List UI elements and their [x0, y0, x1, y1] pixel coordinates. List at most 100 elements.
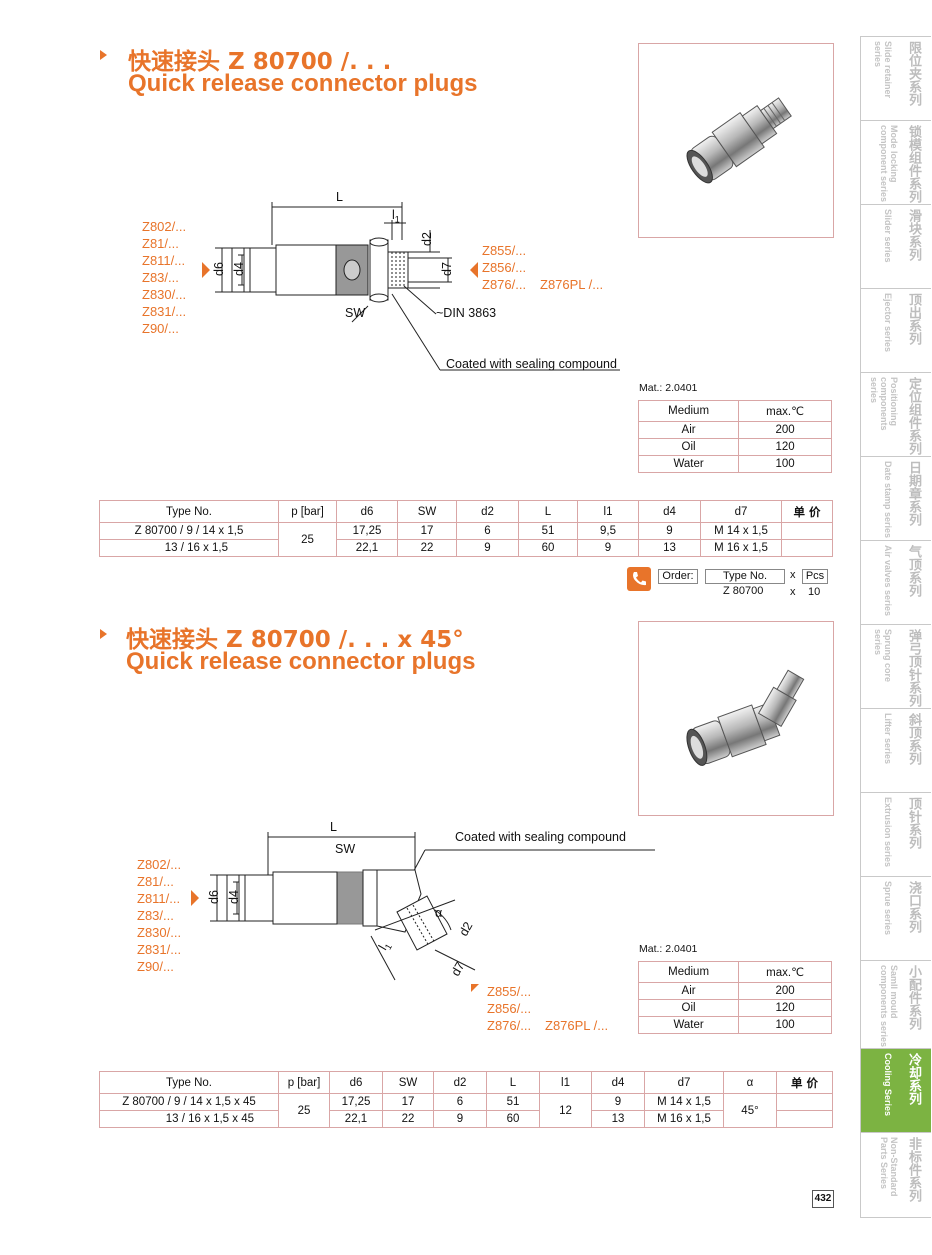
- tab-en: Samll mould components series: [879, 965, 899, 1048]
- col-header: d6: [336, 500, 398, 523]
- table-cell: 22,1: [336, 539, 398, 557]
- alpha-label: α: [435, 906, 443, 920]
- right-label: Z855/...: [487, 984, 532, 999]
- tab-en: Air valves series: [883, 545, 893, 617]
- left-label: Z81/...: [142, 236, 179, 251]
- order-x: x: [790, 569, 796, 581]
- dim-d6-label: d6: [211, 262, 226, 276]
- dim-d2-label: d2: [419, 232, 434, 246]
- sw-label: SW: [345, 306, 366, 320]
- col-header: L: [518, 500, 578, 523]
- sidebar-tab-sprue[interactable]: 浇口系列 Sprue series: [860, 876, 931, 962]
- technical-drawing-1: Z802/... Z81/... Z811/... Z83/... Z830/.…: [140, 190, 620, 380]
- connector-plug-45-image: [686, 669, 805, 766]
- table-cell: 60: [486, 1110, 540, 1128]
- left-label: Z90/...: [137, 959, 174, 974]
- section1-title-en: Quick release connector plugs: [128, 70, 478, 97]
- left-arrow-icon: [202, 262, 210, 278]
- temp-cell: 120: [738, 438, 832, 456]
- table-cell: 17: [397, 522, 457, 540]
- table-cell: 6: [433, 1093, 487, 1111]
- section2-title-zh: 快速接头 Z 80700 /. . . x 45°: [126, 627, 464, 653]
- left-label: Z811/...: [142, 253, 186, 268]
- product-photo-1: [638, 43, 834, 238]
- table-cell: 13: [638, 539, 701, 557]
- tab-en: Slider series: [883, 209, 893, 263]
- order-type-value: Z 80700: [723, 585, 764, 597]
- right-labels-2: Z855/... Z856/... Z876/...: [487, 983, 531, 1034]
- col-header: 单 价: [781, 500, 833, 523]
- left-label: Z830/...: [142, 287, 187, 302]
- type-cell: 13 / 16 x 1,5: [99, 539, 279, 557]
- tab-en: Sprue series: [883, 881, 893, 936]
- col-header: d6: [329, 1071, 383, 1094]
- tab-zh: 斜顶系列: [906, 713, 921, 765]
- col-header: l1: [539, 1071, 592, 1094]
- table-cell: 9: [456, 539, 519, 557]
- col-header: d4: [591, 1071, 645, 1094]
- alpha-cell: 45°: [723, 1093, 777, 1128]
- table-cell: 6: [456, 522, 519, 540]
- max-temp-header: max.℃: [738, 400, 832, 422]
- type-cell: Z 80700 / 9 / 14 x 1,5 x 45: [99, 1093, 279, 1111]
- table-cell: M 16 x 1,5: [700, 539, 782, 557]
- material-label-1: Mat.: 2.0401: [639, 382, 698, 394]
- din-label: ~DIN 3863: [436, 306, 497, 320]
- tab-en: Date stamp series: [883, 461, 893, 539]
- table-cell: 22: [382, 1110, 434, 1128]
- order-label: Order:: [658, 569, 698, 584]
- right-labels-1: Z855/... Z856/... Z876/...: [482, 242, 526, 293]
- medium-cell: Air: [637, 982, 740, 1000]
- col-header: p [bar]: [278, 1071, 330, 1094]
- right-label: Z856/...: [482, 260, 527, 275]
- col-header: Type No.: [99, 1071, 279, 1094]
- medium-cell: Water: [637, 1016, 740, 1034]
- tab-en: Cooling Series: [883, 1053, 893, 1117]
- temp-cell: 120: [738, 999, 832, 1017]
- medium-cell: Water: [637, 455, 740, 473]
- left-label: Z802/...: [142, 219, 187, 234]
- tab-zh: 浇口系列: [906, 881, 921, 933]
- temp-cell: 200: [738, 982, 832, 1000]
- table-cell: 9: [591, 1093, 645, 1111]
- tab-zh: 顶针系列: [906, 797, 921, 849]
- dim-L-label: L: [336, 190, 343, 204]
- order-block: Order: Type No. x Pcs Z 80700 x 10: [627, 566, 837, 598]
- temp-cell: 200: [738, 421, 832, 439]
- pressure-cell: 25: [278, 522, 337, 557]
- type-cell: Z 80700 / 9 / 14 x 1,5: [99, 522, 279, 540]
- medium-cell: Oil: [637, 438, 740, 456]
- left-label: Z81/...: [137, 874, 174, 889]
- type-cell: 13 / 16 x 1,5 x 45: [99, 1110, 279, 1128]
- temp-cell: 100: [738, 455, 832, 473]
- left-labels-1: Z802/... Z81/... Z811/... Z83/... Z830/.…: [142, 218, 186, 337]
- price-cell: [776, 1093, 833, 1111]
- dim-d7-label: d7: [439, 262, 454, 276]
- col-header: Type No.: [99, 500, 279, 523]
- technical-drawing-2: Z802/... Z81/... Z811/... Z83/... Z830/.…: [135, 820, 655, 1035]
- col-header: p [bar]: [278, 500, 337, 523]
- tab-zh: 顶出系列: [906, 293, 921, 345]
- col-header: d4: [638, 500, 701, 523]
- right-label: Z855/...: [482, 243, 527, 258]
- sidebar-tab-ejector[interactable]: 顶出系列 Ejector series: [860, 288, 931, 374]
- tab-en: Ejector series: [883, 293, 893, 353]
- tab-zh: 气顶系列: [906, 545, 921, 597]
- temp-cell: 100: [738, 1016, 832, 1034]
- price-cell: [776, 1110, 833, 1128]
- right-arrow-icon: [471, 984, 479, 992]
- sidebar-tab-air-valves[interactable]: 气顶系列 Air valves series: [860, 540, 931, 626]
- left-label: Z831/...: [142, 304, 187, 319]
